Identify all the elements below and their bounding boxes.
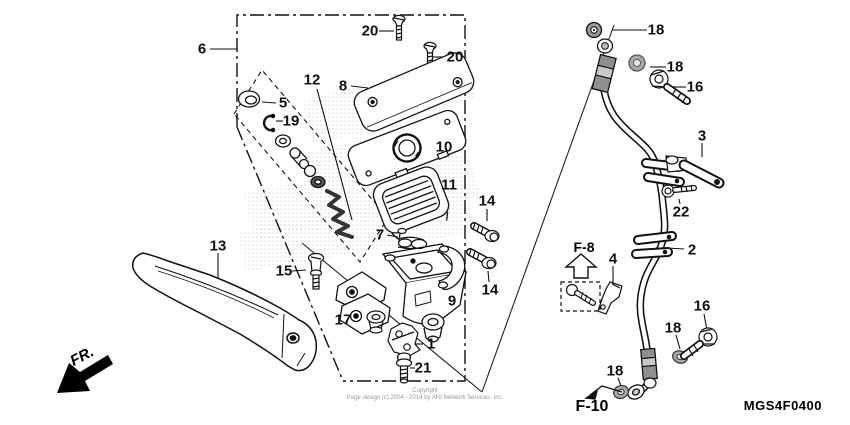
hose-clamp [631, 231, 677, 259]
lever-bracket-clamp [436, 245, 466, 291]
diaphragm [372, 166, 450, 240]
footer-copyright-line1: Copyright [412, 388, 438, 394]
pivot-screw [307, 252, 325, 290]
piston-kit-parts [237, 90, 354, 239]
brake-hose [591, 38, 669, 400]
brake-lever [131, 252, 318, 372]
callout-19: 19 [282, 112, 300, 130]
sealing-washer [628, 54, 646, 72]
callout-13: 13 [209, 237, 227, 255]
callout-5: 5 [278, 94, 288, 112]
callout-14: 14 [481, 281, 499, 299]
callout-4: 4 [608, 250, 618, 268]
callout-2: 2 [687, 241, 697, 259]
hose-bracket [665, 155, 725, 189]
bracket-bolt [661, 184, 697, 198]
rod-boot [366, 310, 386, 334]
callout-22: 22 [672, 203, 690, 221]
callout-3: 3 [697, 127, 707, 145]
callout-15: 15 [275, 262, 293, 280]
f8-reference [560, 253, 601, 312]
clamp-bolt [470, 222, 500, 243]
banjo-bolt [680, 327, 718, 360]
callout-11: 11 [441, 176, 457, 194]
ref-f8: F-8 [573, 239, 595, 255]
cap-screw [392, 14, 406, 41]
callout-16: 16 [693, 297, 711, 315]
reservoir-cap [353, 52, 475, 132]
fr-arrow [57, 355, 113, 393]
holder-bolt [395, 352, 413, 384]
f10-reference [584, 385, 623, 400]
callout-10: 10 [435, 138, 453, 156]
clamp-bolt [466, 248, 497, 270]
callout-14: 14 [478, 192, 496, 210]
callout-18: 18 [606, 362, 624, 380]
callout-1: 1 [426, 335, 436, 353]
banjo-bolt [649, 69, 691, 105]
callout-12: 12 [303, 71, 321, 89]
lever-holder [387, 322, 421, 357]
callout-18: 18 [666, 58, 684, 76]
footer-copyright-line2: Page design (c) 2004 - 2014 by ARI Netwo… [346, 395, 504, 401]
callout-21: 21 [414, 359, 432, 377]
callout-7: 7 [375, 226, 385, 244]
diaphragm-plate [347, 109, 467, 187]
callout-9: 9 [447, 292, 457, 310]
callout-20: 20 [446, 48, 464, 66]
hose-stay [597, 281, 623, 315]
callout-18: 18 [647, 21, 665, 39]
callout-8: 8 [338, 77, 348, 95]
projection-lines [301, 24, 615, 393]
callout-16: 16 [686, 78, 704, 96]
ref-f10: F-10 [575, 398, 609, 415]
sealing-washer [585, 21, 603, 39]
detail-box [236, 14, 466, 382]
callout-18: 18 [664, 319, 682, 337]
callout-17: 17 [334, 311, 352, 329]
reservoir-clamp [397, 227, 428, 250]
callout-6: 6 [197, 40, 207, 58]
callout-20: 20 [361, 22, 379, 40]
diagram-code: MGS4F0400 [743, 398, 822, 413]
